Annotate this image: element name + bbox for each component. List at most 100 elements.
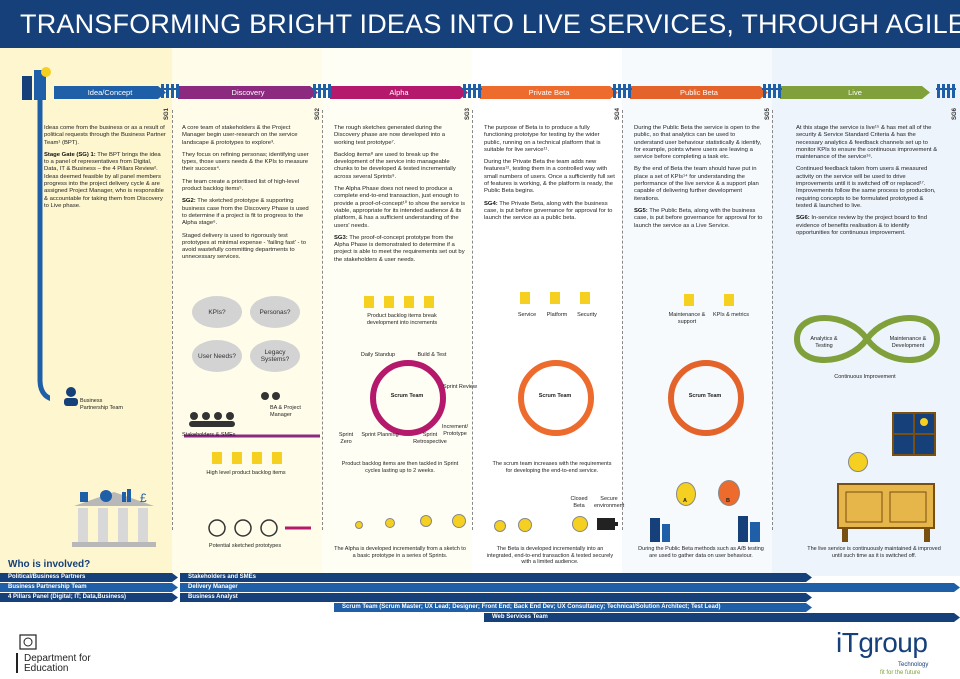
sprint-label: Sprint Retrospective (413, 432, 447, 445)
divider (772, 110, 773, 530)
phase-label-discovery: Discovery (231, 88, 265, 97)
timeline-line (37, 100, 50, 401)
header-banner: TRANSFORMING BRIGHT IDEAS INTO LIVE SERV… (0, 0, 960, 48)
alpha-paragraph: Backlog items⁸ are used to break up the … (334, 151, 456, 180)
divider (622, 110, 623, 530)
private-beta-bottom-caption: The Beta is developed incrementally into… (486, 546, 614, 565)
alpha-paragraph: SG3: The proof-of-concept prototype from… (334, 235, 466, 264)
public-beta-sg-heading: SG5: (634, 207, 648, 214)
people-group-icon (184, 392, 320, 438)
icon-label-service: Service (517, 312, 537, 318)
cloud-legacy-systems: Legacy Systems? (250, 340, 300, 372)
backlog-icons (364, 296, 434, 308)
icon-label-maintenance: Maintenance & support (668, 312, 706, 325)
cloud-user-needs: User Needs? (192, 340, 242, 372)
sprint-label: Daily Standup (360, 352, 396, 358)
ab-label-a: A (683, 498, 687, 504)
prototype-icons (208, 519, 311, 537)
alpha-backlog-caption: Product backlog items break development … (366, 313, 438, 326)
svg-text:£: £ (140, 491, 147, 505)
discovery-paragraph: A core team of stakeholders & the Projec… (182, 125, 298, 146)
secure-env-label: Secure environment (594, 496, 625, 509)
gate-icon (462, 84, 482, 98)
bulb-icon (572, 516, 588, 532)
phase-label-private-beta: Private Beta (528, 88, 570, 97)
stage-gate-label: SG1 (164, 107, 170, 120)
stage-gate-label: SG6 (952, 107, 958, 120)
ba-pm-label: BA & Project Manager (270, 405, 301, 418)
private-beta-paragraph: The purpose of Beta is to produce a full… (484, 125, 601, 153)
discovery-paragraph: Staged delivery is used to rigorously te… (182, 232, 307, 261)
private-beta-paragraph: During the Private Beta the team adds ne… (484, 159, 615, 195)
person-icon (64, 387, 78, 406)
sprint-cycle (518, 360, 594, 436)
stage-gate-label: SG3 (465, 107, 471, 120)
cloud-kpis: KPIs? (192, 296, 242, 328)
discovery-paragraph: The team create a prioritised list of hi… (182, 178, 300, 193)
idea-sg-text: The BPT brings the idea to a panel of re… (44, 151, 164, 209)
private-beta-sg-text: The Private Beta, along with the busines… (484, 200, 613, 222)
private-beta-description: The purpose of Beta is to produce a full… (484, 125, 616, 228)
gate-icon (612, 84, 632, 98)
who-row-delivery-manager: Delivery Manager (180, 583, 960, 592)
live-paragraph: At this stage the service is live¹⁵ & ha… (796, 125, 938, 161)
phase-label-live: Live (848, 88, 862, 97)
itgroup-tagline: Technology (898, 662, 929, 668)
infinity-loop-icon (793, 315, 941, 363)
alpha-sg-heading: SG3: (334, 234, 348, 241)
bpt-label: Business Partnership Team (80, 398, 124, 411)
itgroup-tagline: fit for the future (880, 670, 921, 676)
bulb-a-icon (676, 482, 696, 506)
sprint-cycle (370, 360, 446, 436)
phase-bar-idea: Idea/Concept (54, 86, 166, 99)
idea-paragraph: Ideas come from the business or as a res… (44, 125, 166, 146)
divider (322, 110, 323, 530)
who-row-stakeholders: Stakeholders and SMEs (180, 573, 812, 582)
dfe-logo-text: Department for Education (24, 653, 91, 674)
private-beta-caption: The scrum team increases with the requir… (492, 461, 612, 474)
closed-beta-label: Closed Beta (570, 496, 588, 509)
itgroup-logo: iTgroup (836, 627, 928, 658)
phase-bar-public-beta: Public Beta (630, 86, 768, 99)
scrum-team-label: Scrum Team (538, 393, 572, 399)
who-heading: Who is involved? (8, 559, 91, 570)
stage-gate-label: SG4 (615, 107, 621, 120)
page-title: TRANSFORMING BRIGHT IDEAS INTO LIVE SERV… (20, 9, 960, 39)
gate-icon (762, 84, 782, 98)
scrum-team-label: Scrum Team (390, 393, 424, 399)
ab-label-b: B (726, 498, 730, 504)
who-row-political: Political/Business Partners (0, 573, 178, 582)
phase-bar-live: Live (780, 86, 930, 99)
building-icon (22, 67, 51, 100)
bulb-icon (518, 518, 532, 532)
icon-label-kpis: KPIs & metrics (712, 312, 750, 318)
sprint-label: Sprint Planning (361, 432, 399, 438)
discovery-description: A core team of stakeholders & the Projec… (182, 125, 314, 267)
idea-column (0, 48, 172, 576)
public-beta-paragraph: SG5: The Public Beta, along with the bus… (634, 208, 766, 230)
private-beta-paragraph: SG4: The Private Beta, along with the bu… (484, 201, 616, 223)
stage-gate-label: SG5 (765, 107, 771, 120)
idea-paragraph: Stage Gate (SG) 1: The BPT brings the id… (44, 152, 166, 210)
night-window-icon (892, 412, 936, 456)
public-beta-sg-text: The Public Beta, along with the business… (634, 207, 763, 229)
bulb-icon (848, 452, 868, 472)
service-icons (520, 292, 590, 304)
idea-sg-heading: Stage Gate (SG) 1: (44, 151, 96, 158)
sprint-caption: Product backlog items are then tackled i… (341, 461, 459, 474)
maintenance-kpi-icons (684, 294, 734, 306)
idea-description: Ideas come from the business or as a res… (44, 125, 166, 215)
battery-icon (597, 518, 618, 530)
loop-caption: Continuous Improvement (834, 374, 896, 380)
who-row-web-services: Web Services Team (484, 613, 960, 622)
city-skyline-icon (650, 516, 760, 542)
public-beta-description: During the Public Beta the service is op… (634, 125, 766, 235)
alpha-paragraph: The rough sketches generated during the … (334, 125, 446, 146)
bulb-icon (385, 518, 395, 528)
phase-label-alpha: Alpha (389, 88, 409, 97)
discovery-paragraph: They focus on refining personas; identif… (182, 151, 309, 173)
alpha-paragraph: The Alpha Phase does not need to produce… (334, 186, 466, 229)
public-beta-paragraph: During the Public Beta the service is op… (634, 125, 762, 161)
icon-label-platform: Platform (546, 312, 568, 318)
who-row-scrum-team: Scrum Team (Scrum Master; UX Lead; Desig… (334, 603, 812, 612)
